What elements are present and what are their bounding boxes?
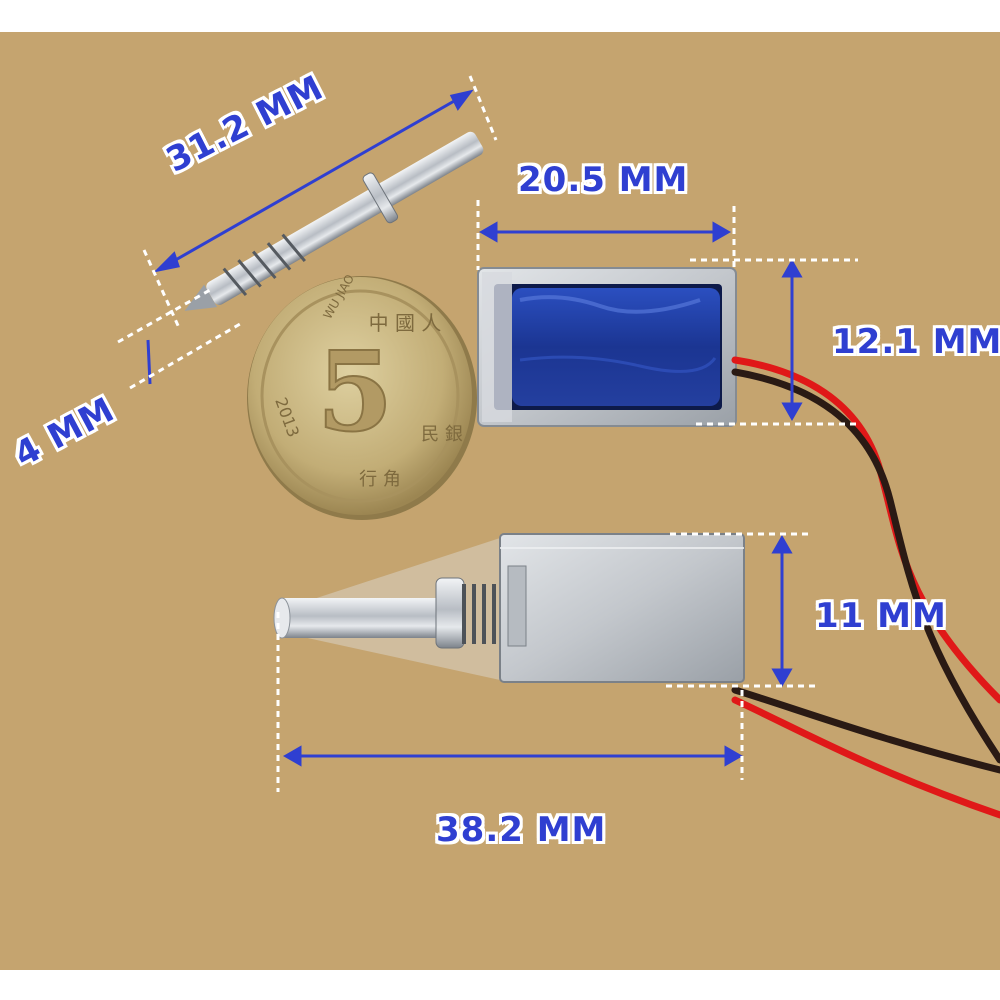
svg-text:5: 5 — [317, 327, 394, 456]
svg-text:行 角: 行 角 — [359, 469, 401, 490]
extension-lines — [117, 75, 860, 792]
svg-text:中 國 人: 中 國 人 — [369, 311, 442, 335]
side-height-label: 11 MM — [815, 596, 947, 636]
svg-text:民 銀: 民 銀 — [421, 424, 463, 445]
five-jiao-coin: 5 中 國 人 民 銀 行 角 2013 WU JIAO — [247, 272, 477, 520]
cardboard-background — [0, 32, 1000, 970]
solenoid-side-view — [273, 533, 745, 683]
total-length-label: 38.2 MM — [436, 810, 607, 850]
lead-wires — [731, 356, 1000, 819]
body-width-label: 20.5 MM — [518, 160, 689, 200]
plunger-pin — [184, 131, 484, 311]
body-height-label: 12.1 MM — [832, 322, 1000, 362]
solenoid-end-view — [477, 267, 737, 427]
dimension-lines — [146, 89, 803, 767]
